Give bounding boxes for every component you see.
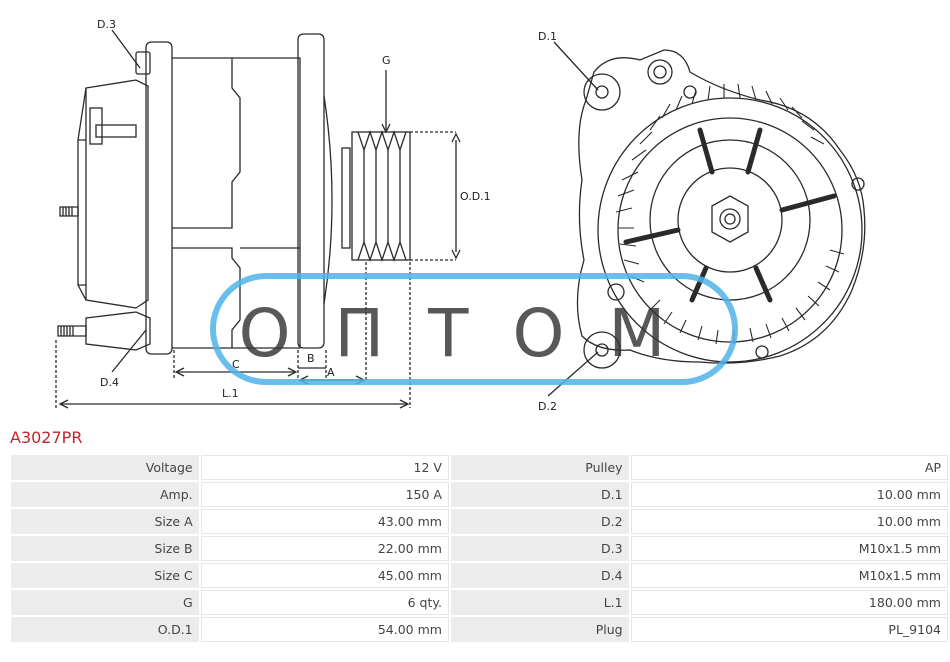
label-g: G bbox=[382, 54, 391, 67]
spec-label: L.1 bbox=[450, 590, 629, 615]
alternator-side-view bbox=[55, 29, 461, 409]
spec-value: 12 V bbox=[200, 455, 449, 480]
spec-label: Size B bbox=[11, 536, 199, 561]
watermark: ОПТОМ bbox=[210, 273, 738, 385]
spec-label: D.2 bbox=[450, 509, 629, 534]
spec-value: AP bbox=[630, 455, 948, 480]
label-d1: D.1 bbox=[538, 30, 557, 43]
watermark-text: ОПТОМ bbox=[239, 295, 710, 372]
spec-label: Size A bbox=[11, 509, 199, 534]
part-number-title: A3027PR bbox=[10, 428, 83, 447]
spec-label: Pulley bbox=[450, 455, 629, 480]
spec-value: 54.00 mm bbox=[200, 617, 449, 642]
spec-value: 22.00 mm bbox=[200, 536, 449, 561]
spec-value: M10x1.5 mm bbox=[630, 536, 948, 561]
label-c: C bbox=[232, 358, 240, 371]
cooling-slots bbox=[615, 83, 845, 345]
spec-label: O.D.1 bbox=[11, 617, 199, 642]
label-d4: D.4 bbox=[100, 376, 119, 389]
label-b: B bbox=[307, 352, 315, 365]
spec-value: 150 A bbox=[200, 482, 449, 507]
spec-value: 10.00 mm bbox=[630, 509, 948, 534]
label-d2: D.2 bbox=[538, 400, 557, 413]
label-d3: D.3 bbox=[97, 18, 116, 31]
spec-label: Plug bbox=[450, 617, 629, 642]
spec-value: 6 qty. bbox=[200, 590, 449, 615]
spec-label: Amp. bbox=[11, 482, 199, 507]
label-l1: L.1 bbox=[222, 387, 239, 400]
alternator-front-view bbox=[547, 41, 866, 397]
spec-value: 43.00 mm bbox=[200, 509, 449, 534]
spec-value: PL_9104 bbox=[630, 617, 948, 642]
spec-value: 10.00 mm bbox=[630, 482, 948, 507]
spec-value: M10x1.5 mm bbox=[630, 563, 948, 588]
spec-label: D.4 bbox=[450, 563, 629, 588]
spec-label: D.1 bbox=[450, 482, 629, 507]
spec-label: Voltage bbox=[11, 455, 199, 480]
spec-value: 180.00 mm bbox=[630, 590, 948, 615]
label-a: A bbox=[327, 366, 335, 379]
spec-value: 45.00 mm bbox=[200, 563, 449, 588]
label-od1: O.D.1 bbox=[460, 190, 491, 203]
alternator-technical-drawing: D.3 G O.D.1 D.4 C B A L.1 D.1 D.2 ОПТОМ bbox=[55, 18, 866, 413]
spec-label: D.3 bbox=[450, 536, 629, 561]
spec-label: Size C bbox=[11, 563, 199, 588]
watermark-frame bbox=[210, 273, 738, 385]
spec-label: G bbox=[11, 590, 199, 615]
